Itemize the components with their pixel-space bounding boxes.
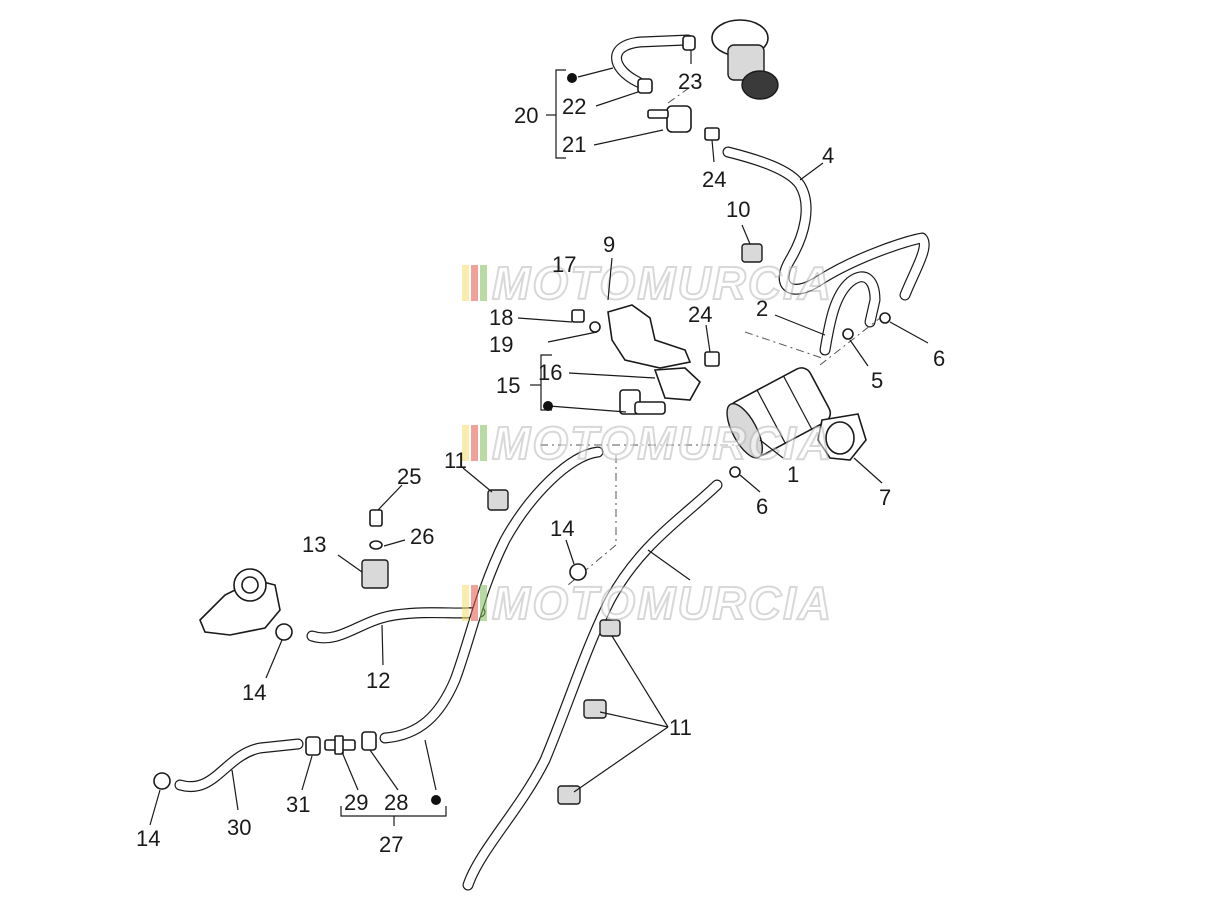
callout-12: 12: [366, 668, 390, 693]
callout-22: 22: [562, 94, 586, 119]
clamp-24-top-part: [704, 127, 720, 141]
callout-4: 4: [822, 143, 834, 168]
callout-labels: 20 22 21 23 24 4 10 9 17 18 19 24 2 5 6 …: [136, 69, 945, 857]
oring-6-top-part: [879, 312, 891, 324]
leader-lines: [149, 50, 929, 826]
clip-11-c-part: [557, 785, 581, 805]
watermark-text: MOTOMURCIA: [492, 257, 833, 309]
callout-1: 1: [787, 462, 799, 487]
bracket-13-part: [361, 559, 389, 589]
clip-11-a-part: [599, 619, 621, 637]
callout-2: 2: [756, 296, 768, 321]
watermark-stripe: [462, 425, 469, 461]
fuel-cap-part: [711, 19, 779, 100]
watermark-text: MOTOMURCIA: [492, 577, 833, 629]
clamp-14-low-part: [153, 772, 171, 790]
watermark-1: MOTOMURCIA: [462, 256, 833, 310]
watermark-text: MOTOMURCIA: [492, 417, 833, 469]
group-dot-15: [543, 401, 553, 411]
clamp-24-mid-part: [704, 351, 720, 367]
watermark-stripe: [480, 585, 487, 621]
clip-11-b-part: [583, 699, 607, 719]
canister-1-part: [726, 367, 832, 459]
clip-10-part: [741, 243, 763, 263]
valve-16-part: [653, 367, 702, 401]
clamp-14-left-part: [275, 623, 293, 641]
callout-14-low: 14: [136, 826, 160, 851]
valve-21-part: [647, 105, 692, 133]
callout-24-top: 24: [702, 167, 726, 192]
callout-18: 18: [489, 305, 513, 330]
watermark-3: MOTOMURCIA: [462, 576, 833, 630]
callout-10: 10: [726, 197, 750, 222]
callout-9: 9: [603, 232, 615, 257]
callout-15: 15: [496, 373, 520, 398]
group-dot-20: [567, 73, 577, 83]
oring-5-part: [842, 328, 854, 340]
callout-5: 5: [871, 368, 883, 393]
watermark-stripe: [471, 585, 478, 621]
screw-18-part: [571, 309, 585, 323]
callout-29: 29: [344, 790, 368, 815]
connector-22-part: [637, 78, 653, 94]
callout-27: 27: [379, 832, 403, 857]
callout-11: 11: [669, 715, 692, 740]
callout-19: 19: [489, 332, 513, 357]
throttle-body-part: [199, 568, 281, 636]
washer-26-part: [369, 540, 383, 550]
watermark-stripe: [480, 265, 487, 301]
watermark-stripe: [471, 425, 478, 461]
hose-group: [174, 34, 930, 891]
callout-24-mid: 24: [688, 302, 712, 327]
clamp-31-part: [305, 736, 321, 756]
group-dot-27: [431, 795, 441, 805]
clamp-28-part: [361, 731, 377, 751]
watermark-stripe: [471, 265, 478, 301]
hose-30: [174, 738, 304, 793]
callout-25: 25: [397, 464, 421, 489]
watermark-2: MOTOMURCIA: [462, 416, 833, 470]
callout-16: 16: [538, 360, 562, 385]
parts: [153, 19, 891, 805]
bracket-20: [555, 69, 566, 159]
watermark-layer: MOTOMURCIA MOTOMURCIA MOTOMURCIA: [462, 256, 833, 630]
callout-21: 21: [562, 132, 586, 157]
callout-30: 30: [227, 815, 251, 840]
connector-23-part: [682, 35, 696, 51]
callout-17: 17: [552, 252, 576, 277]
callout-13: 13: [302, 532, 326, 557]
oring-6-low-part: [729, 466, 741, 478]
watermark-stripe: [480, 425, 487, 461]
callout-6-low: 6: [756, 494, 768, 519]
callout-14-left: 14: [242, 680, 266, 705]
clamp-14-mid-part: [569, 563, 587, 581]
clip-11-upper-part: [487, 489, 509, 511]
callout-14-mid: 14: [550, 516, 574, 541]
solenoid-15-part: [619, 389, 666, 415]
callout-26: 26: [410, 524, 434, 549]
bracket-9-part: [607, 304, 692, 369]
callout-6-top: 6: [933, 346, 945, 371]
fitting-29-part: [324, 735, 356, 755]
assembly-lines: [540, 79, 881, 586]
watermark-stripe: [462, 265, 469, 301]
bolt-25-part: [369, 509, 383, 527]
strap-7-part: [817, 413, 867, 461]
callout-28: 28: [384, 790, 408, 815]
callout-31: 31: [286, 792, 310, 817]
callout-7: 7: [879, 485, 891, 510]
washer-19-part: [589, 321, 601, 333]
watermark-stripe: [462, 585, 469, 621]
callout-11-upper: 11: [444, 448, 467, 473]
callout-20: 20: [514, 103, 538, 128]
callout-23: 23: [678, 69, 702, 94]
